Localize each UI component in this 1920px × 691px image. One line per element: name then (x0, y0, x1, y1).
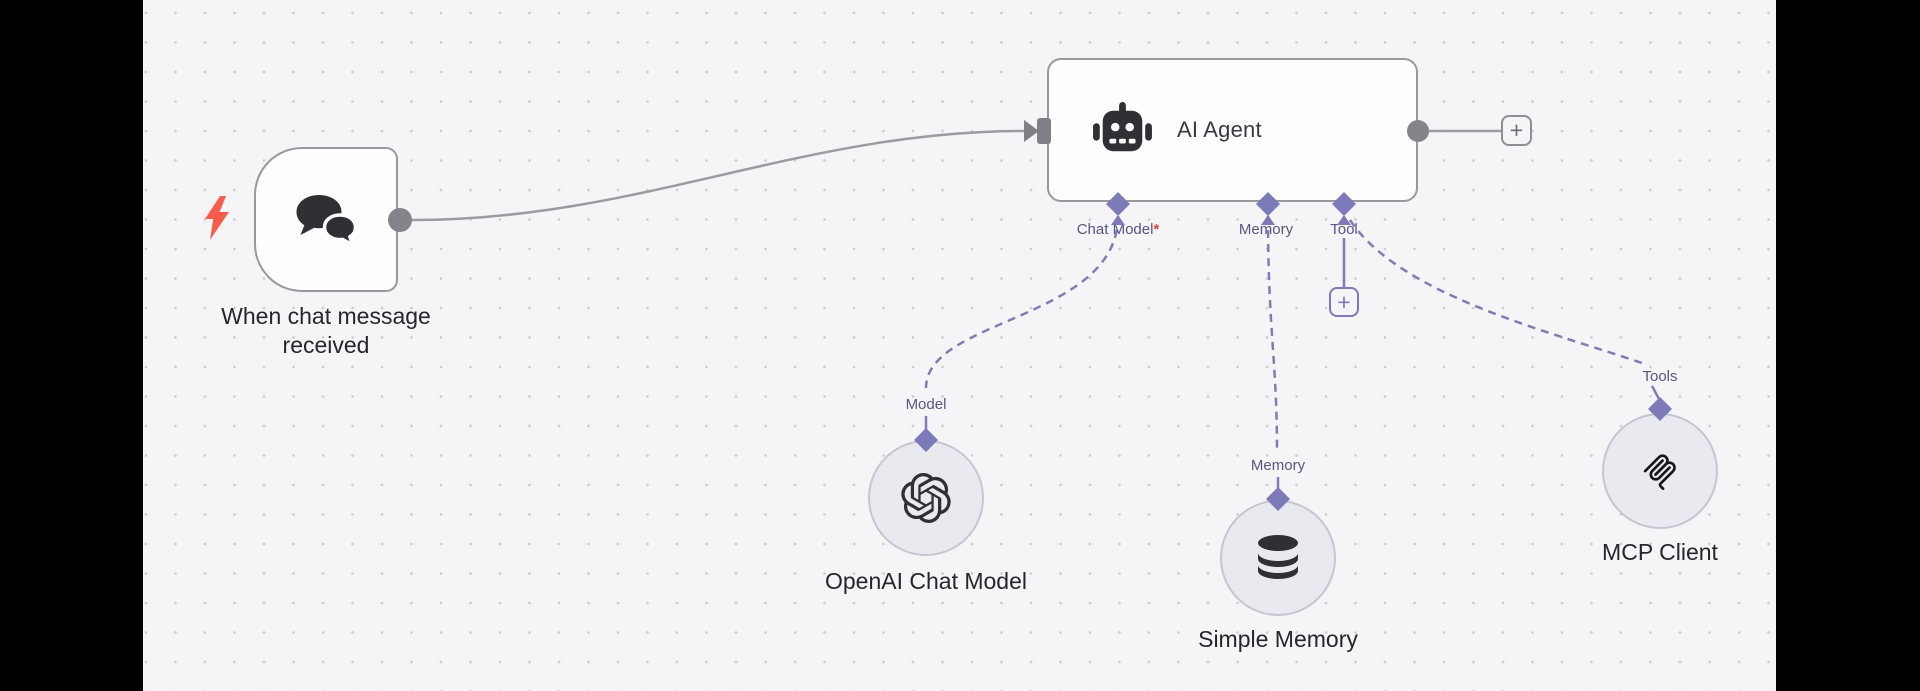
simple-memory-node-label: Simple Memory (1198, 626, 1358, 652)
simple-memory-port-label: Memory (1250, 457, 1306, 474)
agent-port-label-memory: Memory (1238, 221, 1294, 238)
trigger-node-label: When chat message received (221, 303, 431, 358)
mcp-logo-icon (1643, 454, 1676, 490)
add-tool-button[interactable]: + (1329, 287, 1359, 317)
database-icon (1258, 535, 1298, 579)
node-ai-agent[interactable]: AI Agent (1047, 58, 1418, 202)
plus-icon: + (1337, 288, 1351, 315)
openai-port-label: Model (905, 396, 947, 413)
node-simple-memory[interactable] (1220, 500, 1336, 616)
node-openai-chat-model[interactable] (868, 440, 984, 556)
robot-icon (1093, 102, 1152, 152)
required-asterisk: * (1153, 221, 1160, 238)
mcp-port-label: Tools (1642, 368, 1678, 385)
node-when-chat-message-received[interactable] (254, 147, 398, 292)
openai-logo-icon (901, 473, 951, 523)
mcp-node-label: MCP Client (1602, 539, 1718, 565)
agent-port-label-tool: Tool (1330, 221, 1358, 238)
add-node-button[interactable]: + (1501, 115, 1532, 146)
chat-bubbles-icon (296, 194, 358, 247)
agent-port-label-chat-model: Chat Model* (1076, 221, 1160, 238)
node-mcp-client[interactable] (1602, 413, 1718, 529)
plus-icon: + (1509, 117, 1524, 143)
lightning-bolt-icon (203, 195, 231, 241)
agent-title: AI Agent (1177, 117, 1262, 142)
openai-node-label: OpenAI Chat Model (824, 568, 1027, 594)
